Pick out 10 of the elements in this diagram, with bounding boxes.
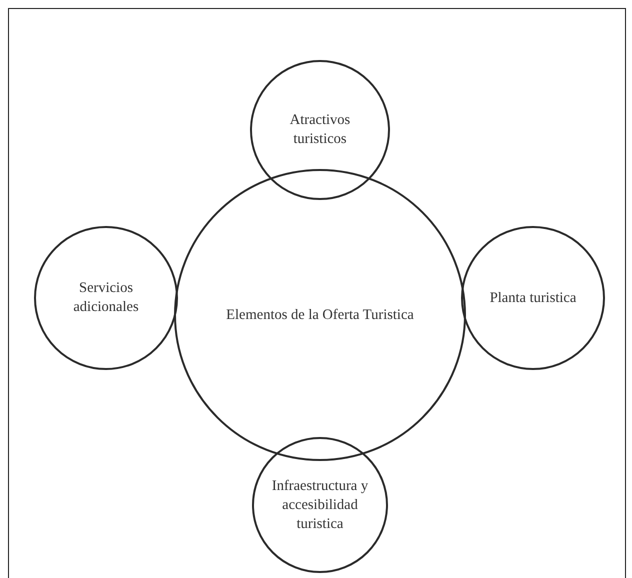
circle-label: Atractivos turisticos: [288, 111, 352, 149]
circle: [250, 60, 390, 200]
circle: [461, 226, 605, 370]
circle: [252, 437, 388, 573]
circle: [174, 169, 466, 461]
circle-label: Planta turistica: [490, 288, 576, 308]
circle-label: Elementos de la Oferta Turistica: [226, 306, 414, 324]
circle-label: Servicios adicionales: [72, 279, 140, 317]
circle-label: Infraestructura y accesibilidad turistica: [270, 476, 370, 534]
circle: [34, 226, 178, 370]
